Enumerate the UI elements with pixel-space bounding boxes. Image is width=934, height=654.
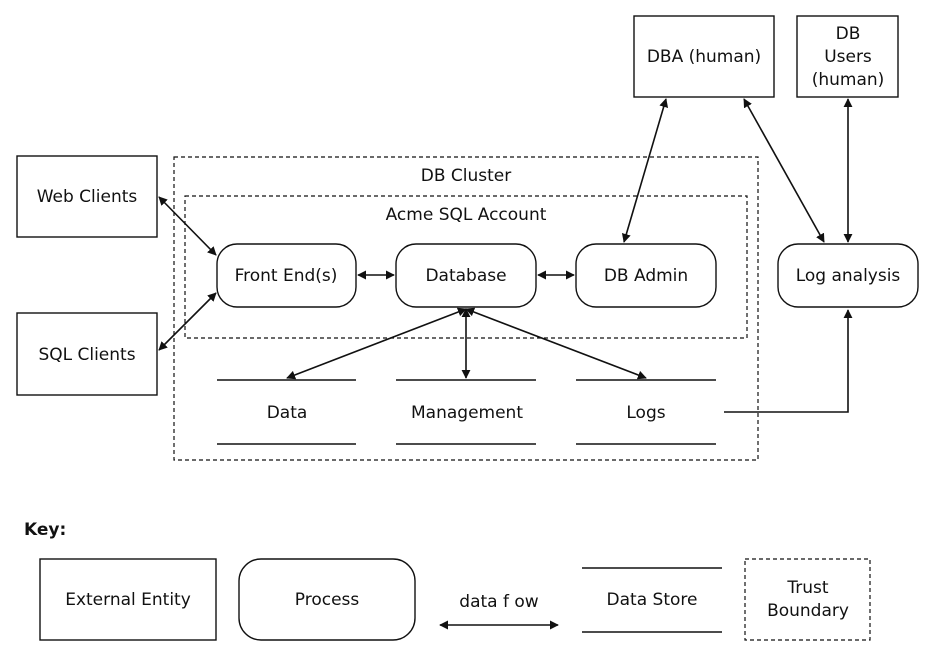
key-data-store-label: Data Store xyxy=(607,590,698,610)
data-store-management-label: Management xyxy=(411,403,523,423)
sql-clients-label: SQL Clients xyxy=(38,345,135,365)
dba-human-label: DBA (human) xyxy=(647,47,761,67)
key-trust-boundary-label-line1: Trust xyxy=(786,578,829,598)
dba-human-entity: DBA (human) xyxy=(633,15,775,98)
key-process-label: Process xyxy=(295,590,360,610)
acme-account-boundary: Acme SQL Account xyxy=(184,195,748,339)
log-analysis-process: Log analysis xyxy=(777,243,919,308)
flow-dba-log-analysis xyxy=(743,98,825,243)
acme-account-label: Acme SQL Account xyxy=(386,205,547,225)
front-end-label: Front End(s) xyxy=(235,266,338,286)
log-analysis-label: Log analysis xyxy=(796,266,901,286)
key-data-store: Data Store xyxy=(582,567,722,633)
db-admin-label: DB Admin xyxy=(604,266,688,286)
key-external-entity-label: External Entity xyxy=(65,590,191,610)
db-users-label-line3: (human) xyxy=(812,70,885,90)
flow-logs-log-analysis xyxy=(724,309,853,413)
db-users-entity: DB Users (human) xyxy=(796,15,899,98)
key-external-entity: External Entity xyxy=(39,558,217,641)
key-trust-boundary: Trust Boundary xyxy=(744,558,871,641)
database-process: Database xyxy=(395,243,537,308)
data-store-logs: Logs xyxy=(576,379,716,445)
web-clients-entity: Web Clients xyxy=(16,155,158,238)
flow-database-logs xyxy=(465,307,647,380)
db-users-label-line2: Users xyxy=(824,47,872,67)
db-users-label-line1: DB xyxy=(836,24,861,44)
db-cluster-label: DB Cluster xyxy=(421,166,512,186)
web-clients-label: Web Clients xyxy=(37,187,138,207)
database-label: Database xyxy=(425,266,506,286)
db-admin-process: DB Admin xyxy=(575,243,717,308)
key-heading: Key: xyxy=(24,520,66,540)
key-data-flow-label: data f ow xyxy=(459,592,538,612)
flow-web-clients-front-end xyxy=(158,196,217,256)
data-store-management: Management xyxy=(396,379,536,445)
key-data-flow: data f ow xyxy=(439,592,559,630)
data-store-data: Data xyxy=(217,379,356,445)
flow-database-data xyxy=(286,307,467,380)
key-trust-boundary-label-line2: Boundary xyxy=(767,601,849,621)
front-end-process: Front End(s) xyxy=(216,243,357,308)
db-cluster-boundary: DB Cluster xyxy=(173,156,759,461)
data-store-data-label: Data xyxy=(267,403,308,423)
flow-dba-db-admin xyxy=(621,98,669,243)
sql-clients-entity: SQL Clients xyxy=(16,312,158,396)
data-store-logs-label: Logs xyxy=(626,403,665,423)
flow-sql-clients-front-end xyxy=(158,292,217,351)
key-process: Process xyxy=(238,558,416,641)
